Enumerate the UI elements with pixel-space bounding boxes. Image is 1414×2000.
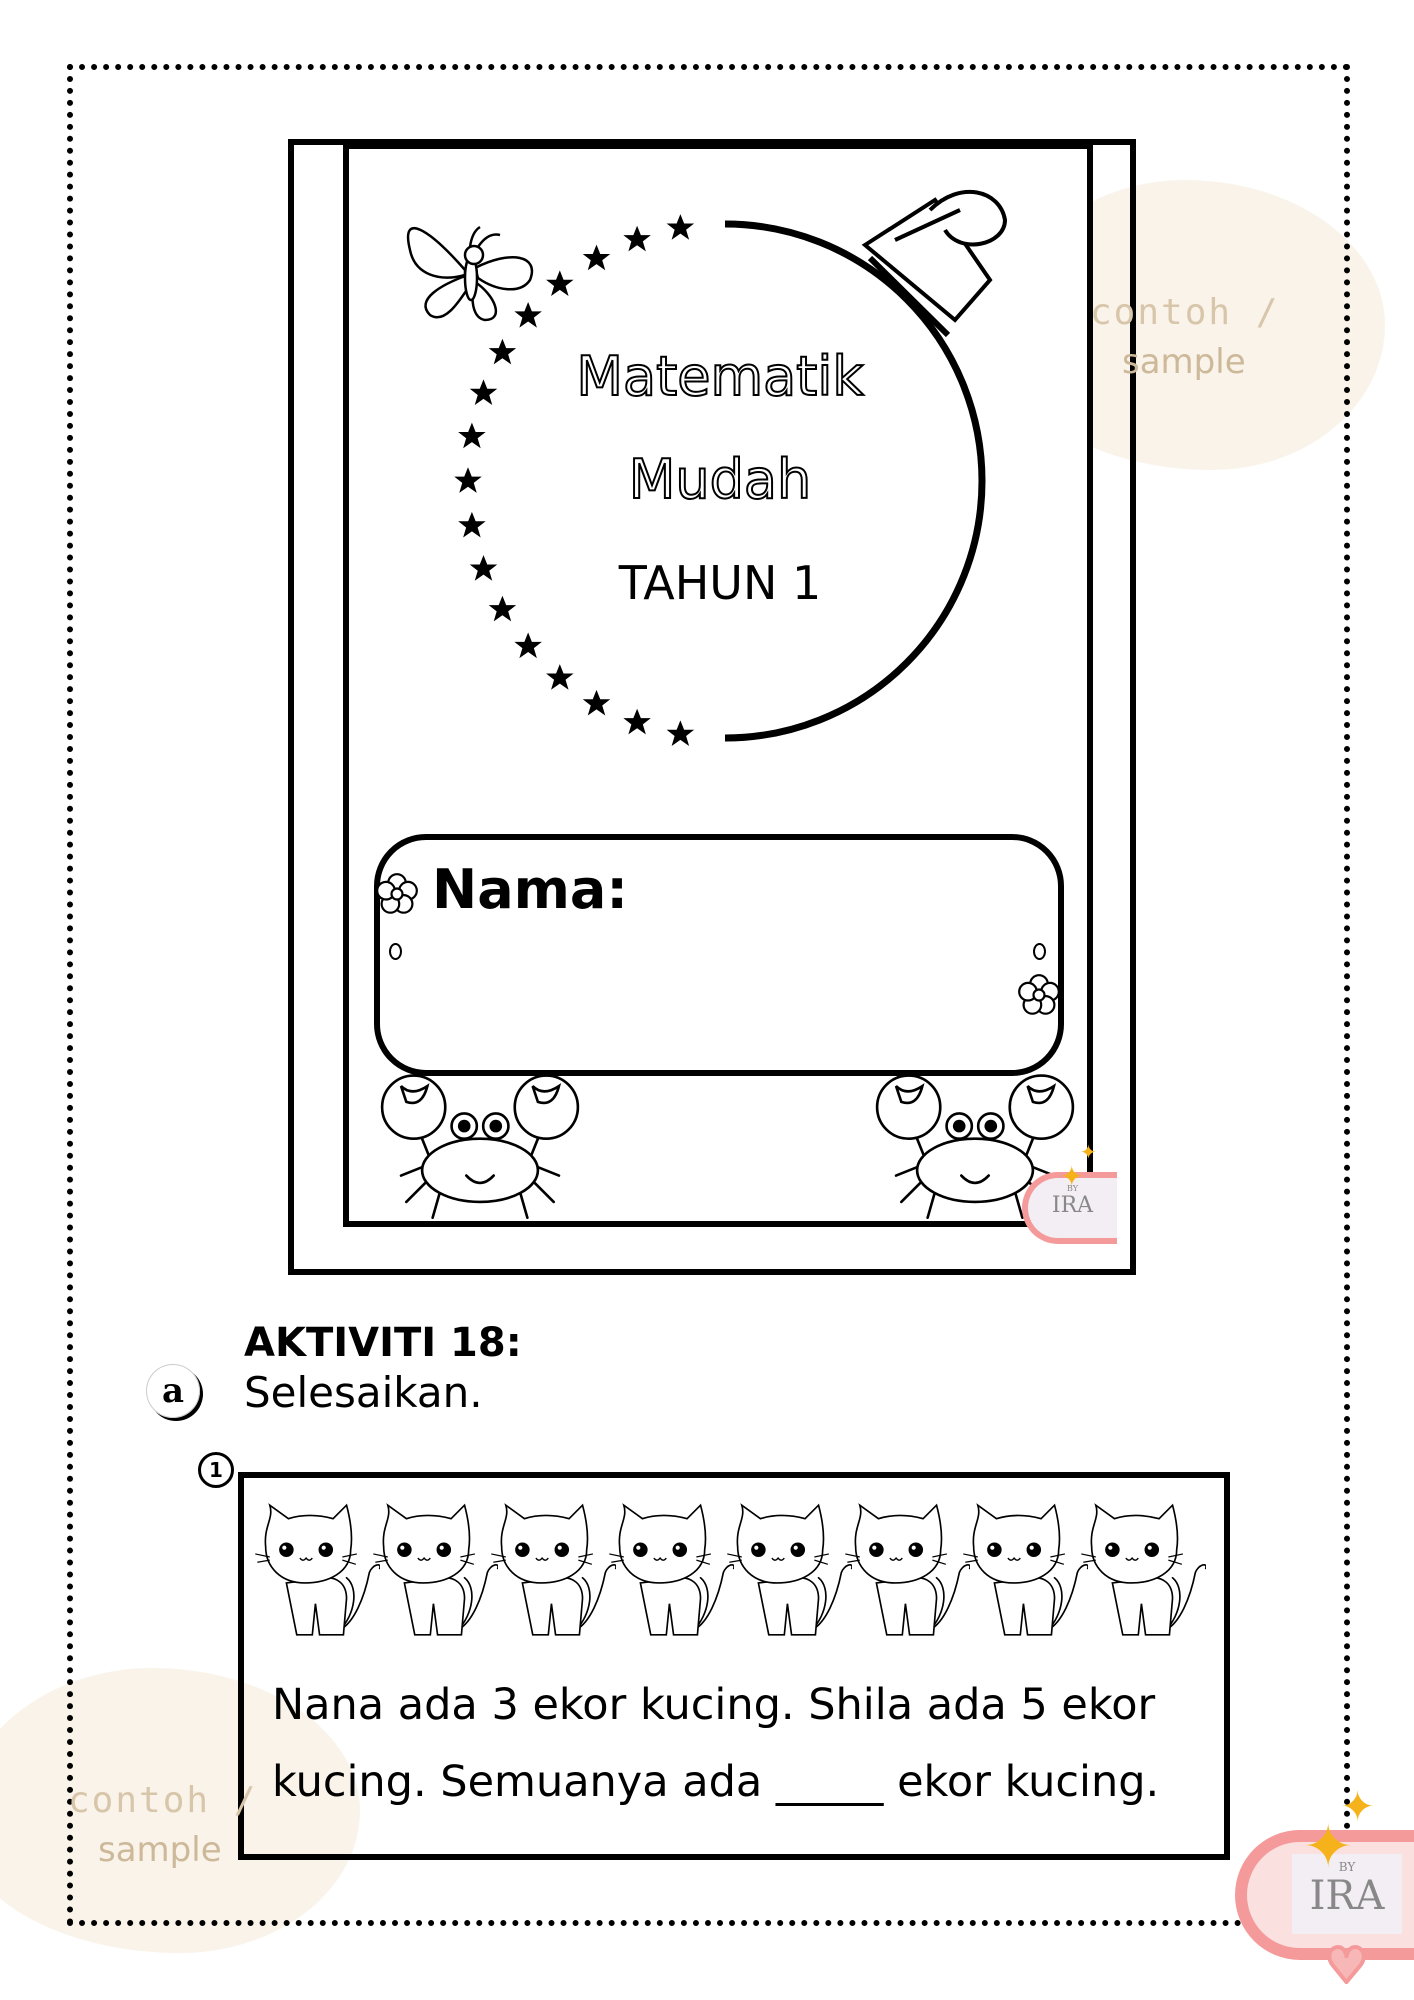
- cat-icon: [609, 1504, 734, 1636]
- logo-name: IRA: [1051, 1193, 1094, 1218]
- cover-title-line2: Mudah: [628, 447, 812, 512]
- cat-icon: [373, 1504, 498, 1636]
- name-field[interactable]: [374, 834, 1064, 1076]
- star-icon: [458, 422, 486, 449]
- sparkle-icon: ✦: [1060, 1160, 1084, 1193]
- logo-by: BY: [1066, 1184, 1079, 1193]
- half-circle-arc: [724, 220, 986, 742]
- crab-icon: [380, 1074, 580, 1220]
- cover-decoration: [406, 190, 1008, 746]
- star-icon: [488, 595, 517, 622]
- watermark-text: contoh /: [68, 1780, 258, 1821]
- name-label: Nama:: [432, 858, 628, 921]
- ira-logo-small: BY IRA: [1022, 1172, 1117, 1244]
- watermark-text: sample: [1122, 342, 1246, 382]
- cat-icon: [963, 1504, 1088, 1636]
- flower-icon: [376, 873, 418, 914]
- watermark-text: contoh /: [1090, 292, 1280, 333]
- page-dotted-border: [67, 64, 1350, 1926]
- star-icon: [623, 708, 651, 735]
- star-icon: [582, 244, 611, 271]
- cat-row: [255, 1500, 1215, 1640]
- sparkle-icon: ✦: [1080, 1140, 1097, 1164]
- heart-icon: ♥: [1323, 1936, 1370, 1996]
- cat-icon: [1081, 1504, 1206, 1636]
- cat-icon: [255, 1504, 380, 1636]
- star-icon: [488, 338, 517, 365]
- question-text-line2: kucing. Semuanya ada _____ ekor kucing.: [272, 1757, 1160, 1807]
- star-icon: [458, 511, 486, 538]
- sparkle-icon: ✦: [1340, 1782, 1376, 1831]
- flower-icon: [1018, 974, 1060, 1015]
- star-icon: [582, 689, 611, 716]
- star-icon: [666, 720, 695, 746]
- star-icon: [666, 214, 695, 240]
- star-icon: [546, 664, 574, 690]
- dot-decoration: [1033, 943, 1046, 960]
- star-icon: [514, 302, 542, 328]
- cover-title-line1: Matematik: [575, 344, 864, 409]
- activity-heading: AKTIVITI 18:: [244, 1320, 522, 1366]
- star-icon: [469, 555, 498, 581]
- question-box: [238, 1472, 1230, 1860]
- question-text-line1: Nana ada 3 ekor kucing. Shila ada 5 ekor: [272, 1680, 1156, 1730]
- cover-outer-frame: [288, 139, 1136, 1275]
- logo-name: IRA: [1309, 1873, 1385, 1919]
- cat-icon: [491, 1504, 616, 1636]
- butterfly-icon: [406, 225, 534, 322]
- instruction-text: Selesaikan.: [244, 1368, 483, 1417]
- question-number-badge: 1: [198, 1452, 234, 1488]
- star-icon: [469, 379, 498, 405]
- dot-decoration: [389, 943, 402, 960]
- logo-by: BY: [1338, 1860, 1356, 1874]
- star-icon: [546, 270, 574, 297]
- cat-icon: [727, 1504, 852, 1636]
- cat-icon: [845, 1504, 970, 1636]
- star-icon: [454, 467, 482, 493]
- ira-logo: BY IRA: [1235, 1830, 1414, 1960]
- watermark-text: sample: [98, 1830, 222, 1870]
- star-icon: [623, 225, 651, 252]
- section-letter-badge: a: [146, 1364, 200, 1418]
- sparkle-icon: ✦: [1303, 1812, 1354, 1882]
- cover-grade: TAHUN 1: [618, 556, 822, 610]
- star-icon: [514, 632, 542, 659]
- binder-clip-icon: [861, 190, 1008, 338]
- watermark-blob-bottom: [0, 1668, 360, 1953]
